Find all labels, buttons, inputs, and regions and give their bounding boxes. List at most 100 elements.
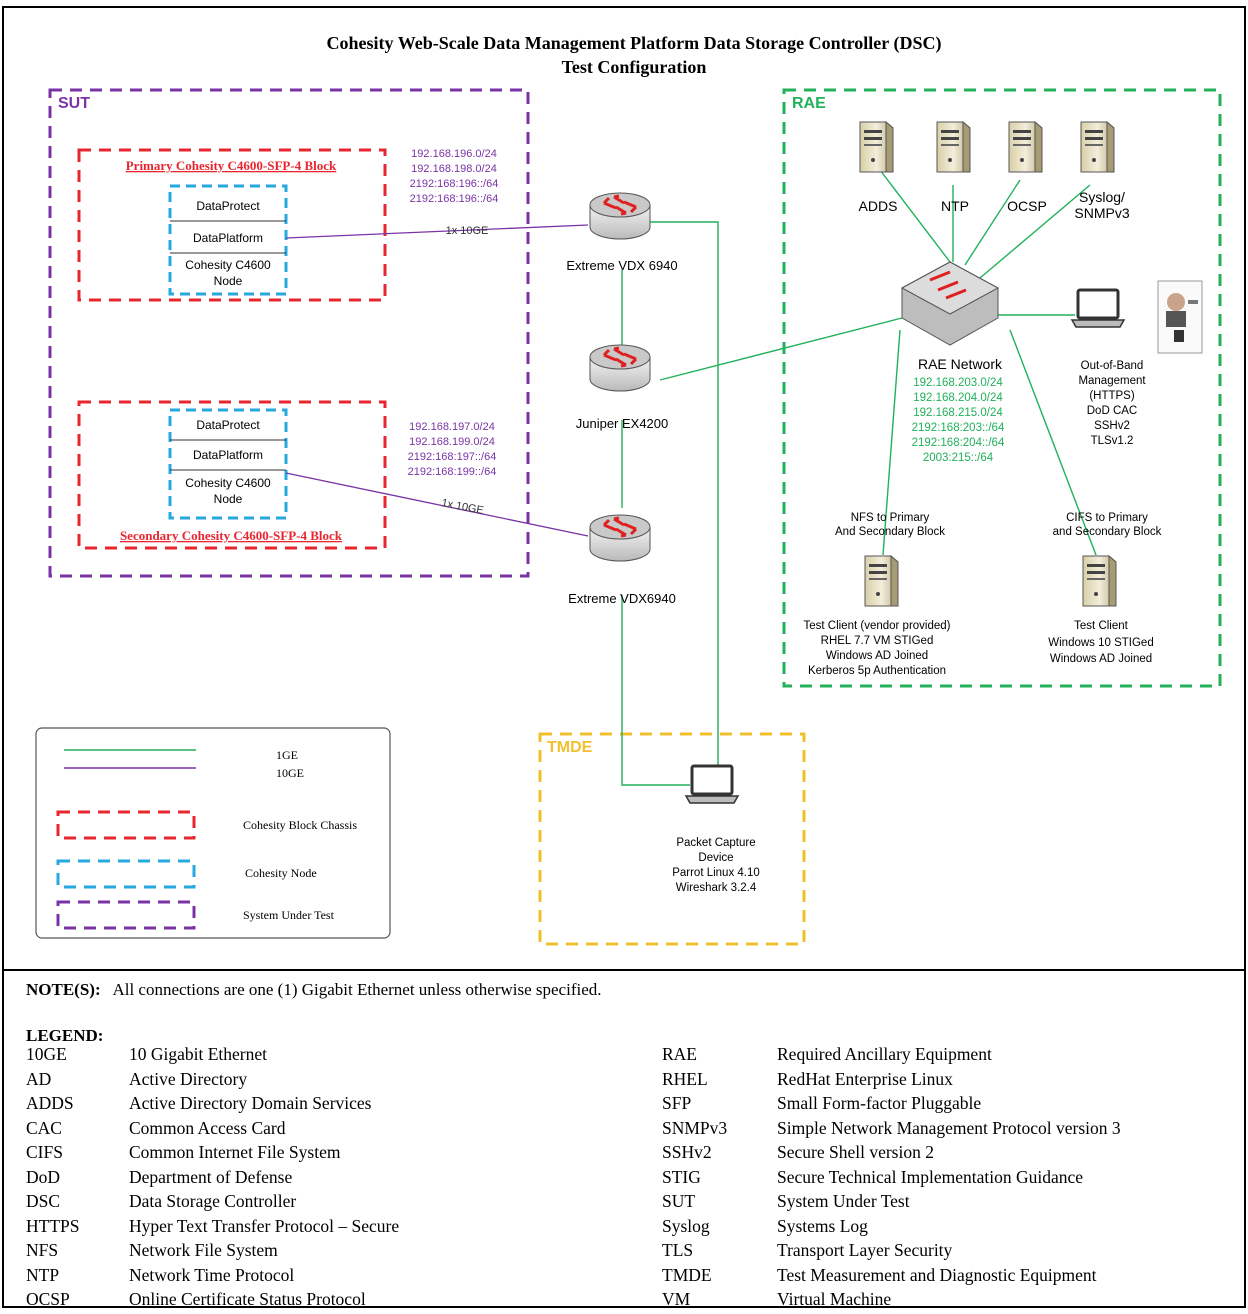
oob-line: DoD CAC <box>1087 405 1137 417</box>
legend-heading: LEGEND: <box>26 1026 104 1045</box>
legend-node-swatch <box>56 859 196 889</box>
rae-subnet: 2003:215::/64 <box>923 452 994 464</box>
secondary-link-label: 1x 10GE <box>440 497 484 517</box>
network-diagram: Cohesity Web-Scale Data Management Platf… <box>35 33 1222 946</box>
switch-top-label: Extreme VDX 6940 <box>566 258 677 273</box>
legend-abbr: AD <box>26 1068 52 1089</box>
legend-abbr: SUT <box>662 1191 696 1211</box>
note: NOTE(S): All connections are one (1) Gig… <box>26 980 602 1000</box>
primary-block-chassis <box>77 148 387 302</box>
rae-subnet: 2192:168:204::/64 <box>912 437 1005 449</box>
legend-definition: Systems Log <box>777 1215 868 1236</box>
legend-1ge-label: 1GE <box>276 748 298 762</box>
secondary-block-chassis <box>77 400 387 550</box>
rae-subnet: 192.168.203.0/24 <box>913 377 1003 389</box>
tmde-zone <box>538 732 806 946</box>
secondary-subnet: 192.168.199.0/24 <box>409 436 495 448</box>
legend-abbr: STIG <box>662 1166 701 1187</box>
secondary-subnet: 192.168.197.0/24 <box>409 421 495 433</box>
legend-chassis-label: Cohesity Block Chassis <box>243 818 357 832</box>
legend-sut-label: System Under Test <box>243 908 335 922</box>
primary-dataplatform: DataPlatform <box>193 231 263 245</box>
legend-abbr: RHEL <box>662 1068 708 1089</box>
sut-zone <box>48 88 530 578</box>
legend-definition: Network File System <box>129 1240 278 1260</box>
legend-abbr: TMDE <box>662 1264 712 1285</box>
link-ocsp <box>964 179 1021 266</box>
primary-subnet: 192.168.198.0/24 <box>411 163 497 175</box>
secondary-dataplatform: DataPlatform <box>193 448 263 462</box>
legend-definition: Active Directory Domain Services <box>129 1093 372 1113</box>
legend-definition: Network Time Protocol <box>129 1264 295 1285</box>
secondary-subnet: 2192:168:199::/64 <box>408 466 497 478</box>
link-cifs <box>1009 329 1097 556</box>
rae-subnet: 192.168.215.0/24 <box>913 407 1003 419</box>
primary-subnet: 2192:168:196::/64 <box>410 193 499 205</box>
legend-abbr: DSC <box>26 1191 61 1211</box>
legend-definition: Virtual Machine <box>777 1289 892 1309</box>
oob-line: (HTTPS) <box>1089 390 1135 402</box>
primary-node <box>168 184 288 296</box>
primary-subnet: 192.168.196.0/24 <box>411 148 497 160</box>
legend-abbr: RAE <box>662 1044 697 1064</box>
capture-line: Device <box>698 852 733 864</box>
adds-label: ADDS <box>859 198 898 214</box>
primary-link-label: 1x 10GE <box>446 225 489 237</box>
legend-abbr: SSHv2 <box>662 1142 712 1162</box>
legend-definition: 10 Gigabit Ethernet <box>129 1044 268 1064</box>
link-vdx-capture <box>650 221 719 796</box>
legend-definition: Secure Technical Implementation Guidance <box>777 1166 1084 1187</box>
ocsp-server-icon <box>1008 121 1043 173</box>
rae-network-label: RAE Network <box>918 356 1003 372</box>
legend-definition: Active Directory <box>129 1068 248 1089</box>
windows-test-client-icon <box>1082 555 1117 607</box>
legend-definition: Department of Defense <box>129 1166 293 1187</box>
cifs-label: and Secondary Block <box>1053 526 1162 538</box>
ntp-server-icon <box>936 121 971 173</box>
legend-node-label: Cohesity Node <box>245 866 317 880</box>
linux-client-line: Windows AD Joined <box>826 650 928 662</box>
switch-bottom-label: Extreme VDX6940 <box>568 591 676 606</box>
extreme-vdx-bottom-router-icon <box>588 513 652 563</box>
legend-abbr: DoD <box>26 1166 61 1187</box>
nfs-label: And Secondary Block <box>835 526 945 538</box>
cifs-label: CIFS to Primary <box>1066 512 1148 524</box>
syslog-label: Syslog/ <box>1079 189 1125 205</box>
legend-definition: System Under Test <box>777 1191 910 1211</box>
note-label: NOTE(S): <box>26 980 101 999</box>
legend-abbr: Syslog <box>662 1215 710 1236</box>
linux-client-line: RHEL 7.7 VM STIGed <box>821 635 934 647</box>
legend-abbr: NTP <box>26 1264 60 1285</box>
legend-abbr: SNMPv3 <box>662 1117 728 1138</box>
adds-server-icon <box>859 121 894 173</box>
syslog-server-icon <box>1080 121 1115 173</box>
rae-subnet: 192.168.204.0/24 <box>913 392 1003 404</box>
legend-10ge-label: 10GE <box>276 766 304 780</box>
oob-laptop-icon <box>1070 288 1126 329</box>
legend-abbr: ADDS <box>26 1093 74 1113</box>
figure-frame <box>2 6 1246 1308</box>
primary-node-label: Node <box>214 274 243 288</box>
primary-node-model: Cohesity C4600 <box>185 258 271 272</box>
legend-chassis-swatch <box>56 810 196 840</box>
diagram-subtitle: Test Configuration <box>562 57 707 77</box>
snmp-label: SNMPv3 <box>1074 205 1129 221</box>
legend-abbr: CIFS <box>26 1142 63 1162</box>
secondary-node-label: Node <box>214 492 243 506</box>
primary-subnet: 2192:168:196::/64 <box>410 178 499 190</box>
extreme-vdx-top-router-icon <box>588 191 652 241</box>
secondary-10ge-link <box>285 472 589 537</box>
cac-card-icon <box>1157 280 1203 354</box>
sut-zone-label: SUT <box>58 95 90 112</box>
oob-line: Management <box>1078 375 1146 387</box>
capture-line: Parrot Linux 4.10 <box>672 867 760 879</box>
windows-client-line: Test Client <box>1074 620 1128 632</box>
primary-dataprotect: DataProtect <box>196 199 260 213</box>
legend-definition: Small Form-factor Pluggable <box>777 1093 982 1113</box>
switch-middle-label: Juniper EX4200 <box>576 416 669 431</box>
legend-definition: Common Access Card <box>129 1117 286 1138</box>
capture-line: Wireshark 3.2.4 <box>676 882 757 894</box>
legend-abbr: 10GE <box>26 1044 67 1064</box>
legend-abbr: CAC <box>26 1117 62 1138</box>
diagram-title: Cohesity Web-Scale Data Management Platf… <box>327 33 942 54</box>
